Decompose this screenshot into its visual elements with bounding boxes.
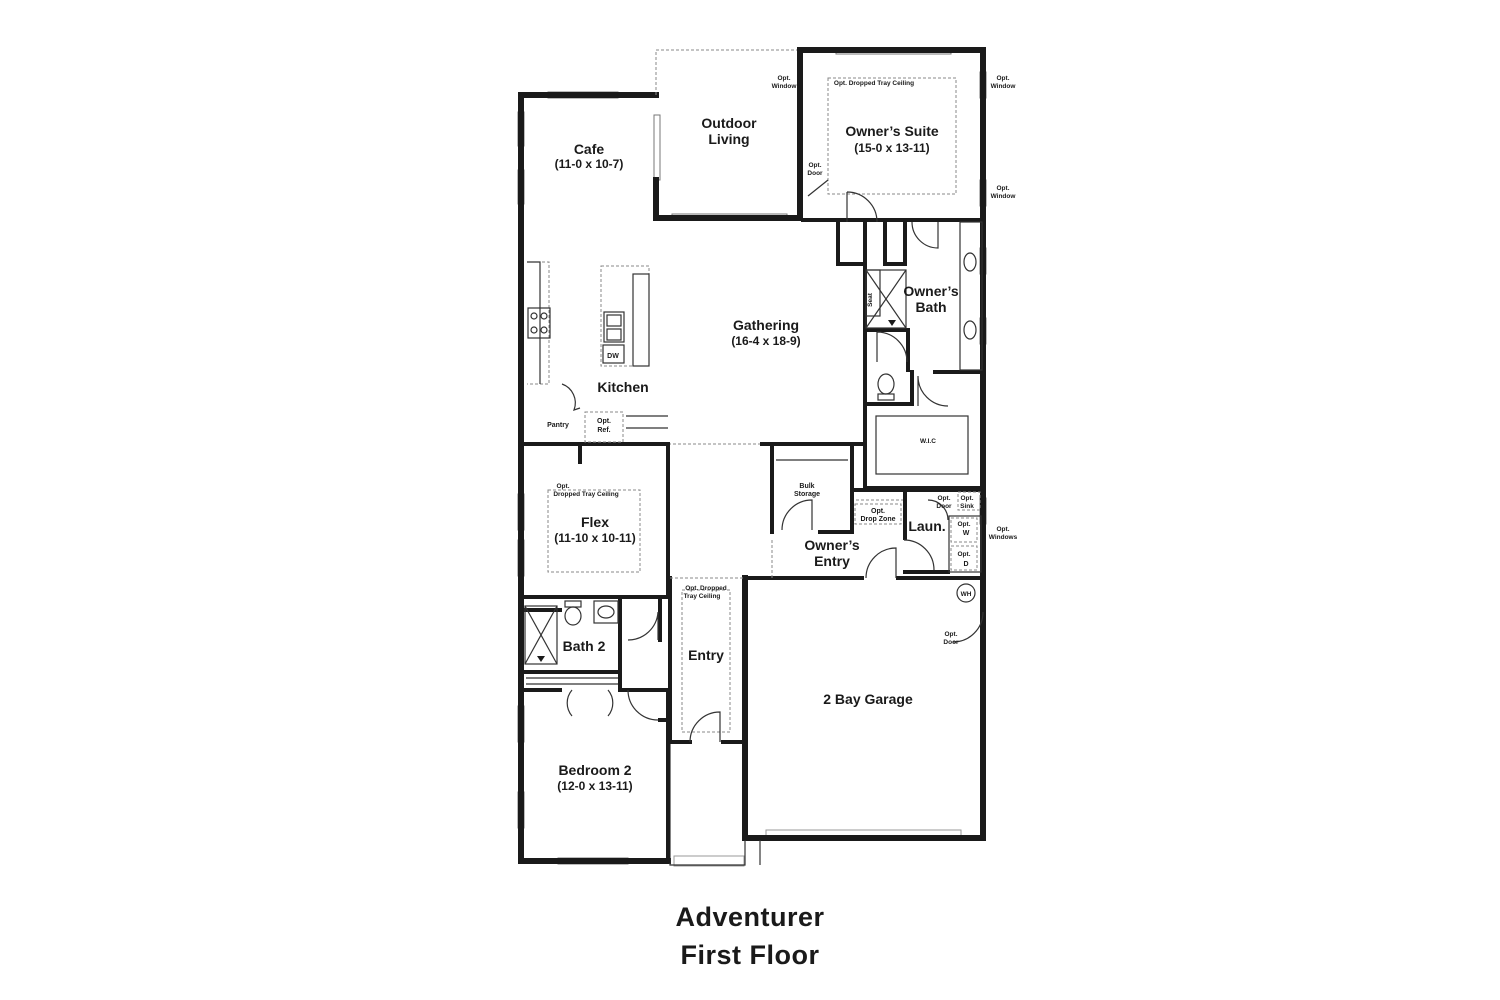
outdoor-living-label-1: Outdoor [701,115,757,131]
flex-dims: (11-10 x 10-11) [554,531,635,545]
opt-door-laundry-2: Door [936,503,952,510]
dryer-label: D [963,561,968,568]
opt-sink-1: Opt. [961,495,974,502]
owners-bath-label-1: Owner’s [903,283,958,299]
exterior-walls [518,47,986,866]
owners-entry-label-2: Entry [814,553,850,569]
wh-label: WH [961,591,972,598]
owners-entry-label-1: Owner’s [804,537,859,553]
bedroom2-dims: (12-0 x 13-11) [557,779,632,793]
opt-door-ol-1: Opt. [809,162,822,169]
outdoor-living-label-2: Living [708,131,749,147]
cafe-dims: (11-0 x 10-7) [555,157,624,171]
opt-window-ol-1: Opt. [778,75,791,82]
opt-ref-label-2: Ref. [597,427,610,434]
interior-walls [519,220,985,863]
opt-dryer-1: Opt. [958,551,971,558]
opt-door-laundry-1: Opt. [938,495,951,502]
owners-bath-label-2: Bath [915,299,946,315]
owners-suite-ceiling-note: Opt. Dropped Tray Ceiling [834,80,914,87]
seat-label: Seat [867,292,874,307]
washer-label: W [963,530,970,537]
owners-suite-label: Owner’s Suite [845,123,939,139]
entry-ceiling-note-1: Opt. Dropped [685,585,727,592]
opt-door-garage-2: Door [943,639,959,646]
owners-suite-dims: (15-0 x 13-11) [854,141,929,155]
opt-window-os-top-1: Opt. [997,75,1010,82]
flex-label: Flex [581,514,609,530]
plan-name: Adventurer [675,902,825,932]
opt-window-os-bot-2: Window [991,193,1017,200]
opt-sink-2: Sink [960,503,974,510]
wic-label: W.I.C [920,438,936,445]
floor-name: First Floor [680,940,820,970]
gathering-label: Gathering [733,317,799,333]
opt-window-os-bot-1: Opt. [997,185,1010,192]
flex-ceiling-note-2: Dropped Tray Ceiling [553,491,618,498]
entry-ceiling-note-2: Tray Ceiling [684,593,721,600]
drop-zone-label-1: Opt. [871,508,885,515]
opt-window-os-top-2: Window [991,83,1017,90]
bedroom2-label: Bedroom 2 [558,762,631,778]
opt-washer-1: Opt. [958,521,971,528]
laundry-label: Laun. [908,518,945,534]
kitchen-label: Kitchen [597,379,648,395]
fixtures [524,252,978,665]
bulk-storage-label-1: Bulk [799,483,814,490]
dashed-outlines [527,77,983,733]
pantry-label: Pantry [547,422,569,429]
bulk-storage-label-2: Storage [794,491,820,498]
dw-label: DW [607,353,619,360]
opt-window-ol-2: Window [772,83,798,90]
drop-zone-label-2: Drop Zone [861,516,896,523]
opt-windows-laundry-2: Windows [989,534,1018,541]
flex-ceiling-note-1: Opt. [557,483,570,490]
room-labels: Outdoor Living Opt. Dropped Tray Ceiling… [547,75,1018,793]
floor-plan-caption: Adventurer First Floor [600,898,900,974]
opt-ref-label-1: Opt. [597,418,611,425]
garage-label: 2 Bay Garage [823,691,913,707]
opt-door-ol-2: Door [807,170,823,177]
bath2-label: Bath 2 [563,638,606,654]
opt-door-garage-1: Opt. [945,631,958,638]
opt-windows-laundry-1: Opt. [997,526,1010,533]
cafe-label: Cafe [574,141,605,157]
entry-label: Entry [688,647,724,663]
doors [561,179,984,743]
gathering-dims: (16-4 x 18-9) [731,334,800,348]
